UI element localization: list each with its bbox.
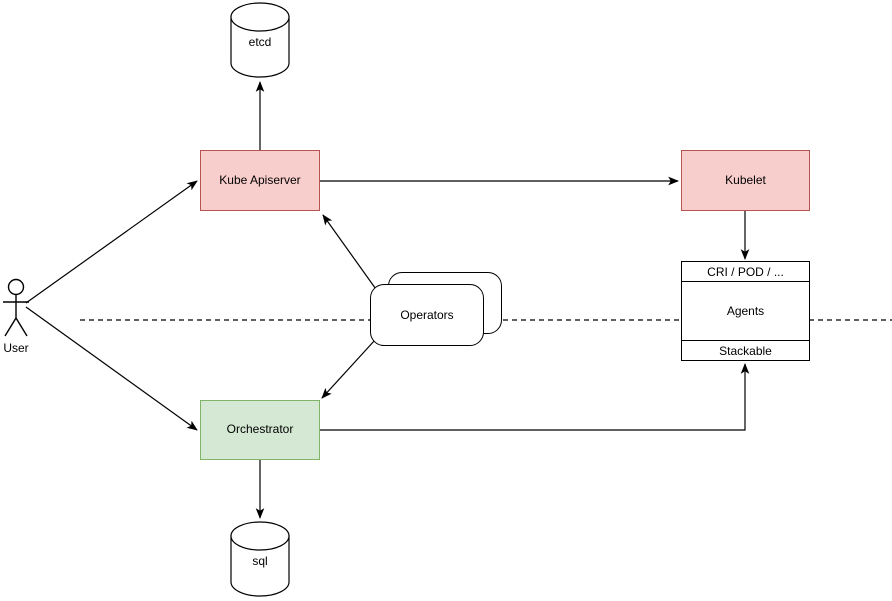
actor-stick-figure-icon xyxy=(3,278,29,337)
agents-box-stackable-section[interactable]: Stackable xyxy=(682,340,809,360)
node-agents-box[interactable]: CRI / POD / ... Agents Stackable xyxy=(681,261,810,361)
node-operators-label: Operators xyxy=(400,308,454,322)
node-orchestrator-label: Orchestrator xyxy=(226,422,294,437)
agents-box-cri-section[interactable]: CRI / POD / ... xyxy=(682,262,809,282)
node-operators[interactable]: Operators xyxy=(370,272,502,346)
agents-box-agents-section[interactable]: Agents xyxy=(682,282,809,340)
datastore-sql[interactable]: sql xyxy=(230,521,290,597)
edge-operators-to-orchestrator xyxy=(321,339,376,399)
node-orchestrator[interactable]: Orchestrator xyxy=(200,400,320,460)
edge-user-to-orchestrator xyxy=(25,306,198,431)
node-kube-apiserver[interactable]: Kube Apiserver xyxy=(200,150,320,211)
edge-user-to-apiserver xyxy=(25,180,198,304)
node-kubelet[interactable]: Kubelet xyxy=(681,150,810,211)
actor-user-label: User xyxy=(3,341,29,355)
operators-front-card[interactable]: Operators xyxy=(370,284,484,346)
datastore-etcd[interactable]: etcd xyxy=(230,2,290,78)
agents-box-stackable-label: Stackable xyxy=(719,343,772,358)
actor-user[interactable]: User xyxy=(2,278,50,360)
agents-box-cri-label: CRI / POD / ... xyxy=(707,264,784,279)
datastore-etcd-label: etcd xyxy=(248,35,272,49)
database-cylinder-icon xyxy=(230,521,290,597)
datastore-sql-label: sql xyxy=(252,554,268,568)
edge-orchestrator-to-stackable xyxy=(320,363,750,431)
agents-box-agents-label: Agents xyxy=(726,304,765,318)
node-kube-apiserver-label: Kube Apiserver xyxy=(219,172,301,187)
database-cylinder-icon xyxy=(230,2,290,78)
node-kubelet-label: Kubelet xyxy=(725,172,766,187)
